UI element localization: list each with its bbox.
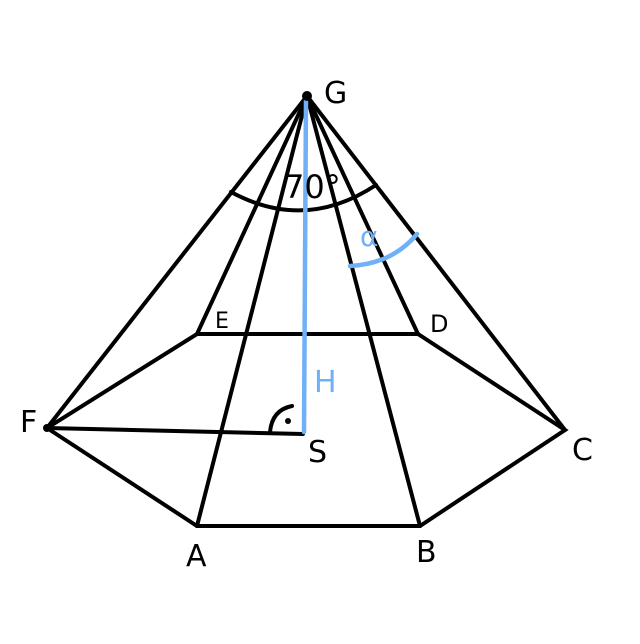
label-S: S: [308, 435, 327, 470]
label-E: E: [215, 309, 229, 334]
label-C: C: [572, 433, 593, 468]
label-alpha: α: [360, 220, 378, 253]
label-apex-angle: 70°: [284, 168, 341, 206]
height-line: [301, 95, 309, 435]
edge-GD: [305, 94, 420, 336]
edge-GA: [195, 94, 309, 528]
lateral-edges: [45, 94, 567, 528]
label-F: F: [20, 405, 37, 440]
edge-GC: [305, 94, 567, 432]
label-D: D: [430, 310, 448, 338]
alpha-arc: [347, 231, 420, 269]
point-F: [43, 424, 51, 432]
edge-GB: [305, 94, 422, 528]
segment-FS: [45, 426, 305, 436]
label-H: H: [314, 365, 337, 400]
label-G: G: [324, 76, 347, 111]
apex-point: [302, 91, 312, 101]
label-B: B: [416, 535, 437, 570]
label-A: A: [186, 539, 207, 574]
edge-GE: [195, 94, 309, 336]
right-angle-mark: [268, 404, 294, 434]
hexagon-base: [43, 332, 569, 528]
edge-GF: [45, 94, 309, 430]
right-angle-dot: [285, 418, 291, 424]
